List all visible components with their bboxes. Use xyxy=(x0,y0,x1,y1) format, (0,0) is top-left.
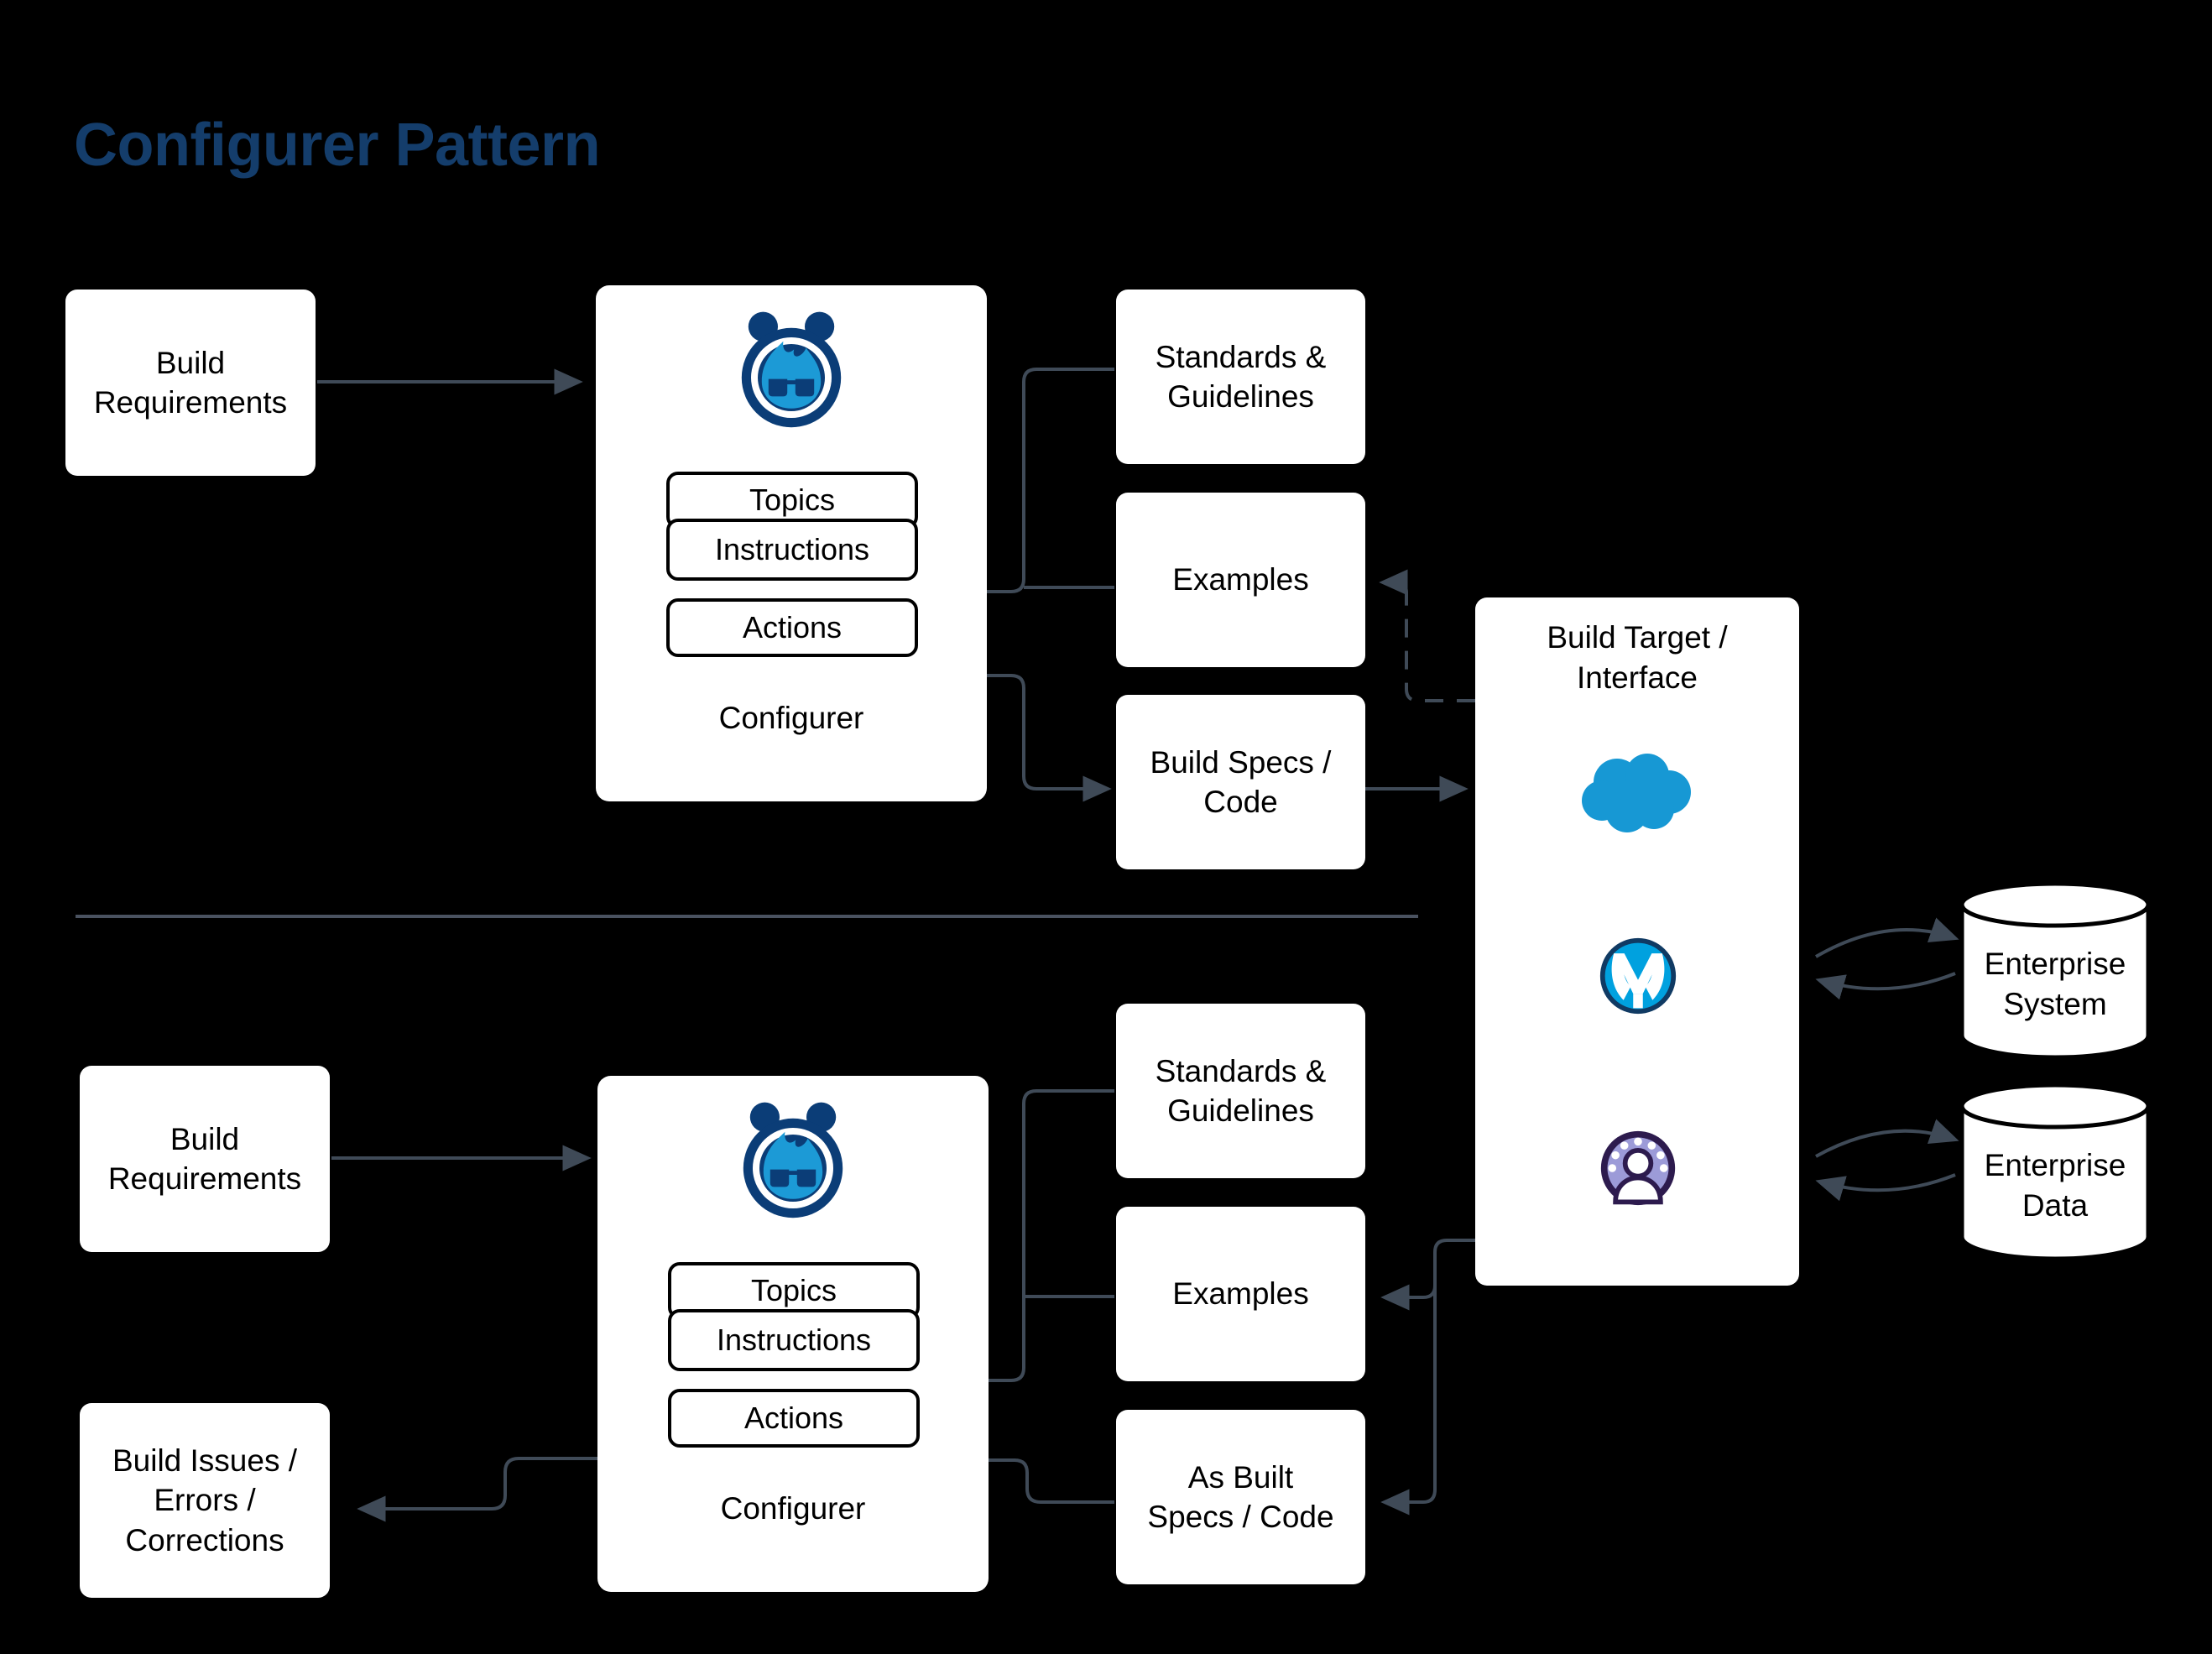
examples-box-top[interactable]: Examples xyxy=(1116,493,1365,667)
examples-label-bottom: Examples xyxy=(1172,1276,1309,1312)
slot-actions-label-top: Actions xyxy=(742,610,843,644)
standards-guidelines-label-top: Standards & Guidelines xyxy=(1155,339,1327,414)
wire-bottom-target-to-examples xyxy=(1380,1239,1475,1311)
wire-bottom-target-to-asbuilt xyxy=(1380,1252,1437,1516)
standards-guidelines-box-bottom[interactable]: Standards & Guidelines xyxy=(1116,1004,1365,1178)
enterprise-data-cylinder[interactable]: Enterprise Data xyxy=(1959,1083,2152,1261)
build-requirements-box-top[interactable]: Build Requirements xyxy=(65,290,316,476)
examples-box-bottom[interactable]: Examples xyxy=(1116,1207,1365,1381)
build-target-panel[interactable]: Build Target / Interface xyxy=(1475,597,1799,1286)
standards-guidelines-label-bottom: Standards & Guidelines xyxy=(1155,1053,1327,1128)
slot-actions-top[interactable]: Actions xyxy=(666,598,918,657)
enterprise-system-cylinder[interactable]: Enterprise System xyxy=(1959,881,2152,1060)
slot-instructions-top[interactable]: Instructions xyxy=(666,519,918,581)
build-requirements-label-bottom: Build Requirements xyxy=(107,1121,302,1196)
configurer-label-top: Configurer xyxy=(718,701,864,735)
examples-label-top: Examples xyxy=(1172,562,1309,597)
slot-instructions-label-bottom: Instructions xyxy=(716,1323,872,1357)
build-requirements-label-top: Build Requirements xyxy=(93,345,288,420)
slot-topics-label-bottom: Topics xyxy=(750,1273,837,1307)
build-requirements-box-bottom[interactable]: Build Requirements xyxy=(80,1066,330,1252)
wire-top-target-to-examples-dashed xyxy=(1379,569,1475,702)
wire-enterprise-data-to-target xyxy=(1815,1173,1956,1202)
slot-actions-bottom[interactable]: Actions xyxy=(668,1389,920,1448)
build-specs-code-box-top[interactable]: Build Specs / Code xyxy=(1116,695,1365,869)
mulesoft-icon xyxy=(1599,937,1677,1015)
configurer-box-bottom[interactable]: Topics Instructions Actions Configurer xyxy=(597,1076,989,1592)
enterprise-data-label: Enterprise Data xyxy=(1984,1147,2126,1223)
configurer-label-bottom: Configurer xyxy=(720,1491,866,1526)
agent-icon xyxy=(741,311,842,428)
slot-actions-label-bottom: Actions xyxy=(743,1401,844,1435)
build-specs-code-label-top: Build Specs / Code xyxy=(1150,744,1332,819)
wire-target-to-enterprise-system xyxy=(1814,917,1959,958)
as-built-specs-code-box[interactable]: As Built Specs / Code xyxy=(1116,1410,1365,1584)
identity-user-icon xyxy=(1600,1130,1676,1206)
slot-topics-label-top: Topics xyxy=(749,483,836,517)
as-built-specs-code-label: As Built Specs / Code xyxy=(1147,1459,1334,1534)
build-target-title: Build Target / Interface xyxy=(1547,620,1728,696)
cylinder-shape xyxy=(1959,881,2151,1060)
page-title: Configurer Pattern xyxy=(74,112,601,179)
enterprise-system-label: Enterprise System xyxy=(1984,946,2126,1021)
build-issues-label: Build Issues / Errors / Corrections xyxy=(112,1443,298,1557)
slot-instructions-bottom[interactable]: Instructions xyxy=(668,1309,920,1371)
build-issues-box[interactable]: Build Issues / Errors / Corrections xyxy=(80,1403,330,1598)
wire-enterprise-system-to-target xyxy=(1815,972,1956,1000)
cylinder-shape xyxy=(1959,1083,2151,1261)
standards-guidelines-box-top[interactable]: Standards & Guidelines xyxy=(1116,290,1365,464)
wire-target-to-enterprise-data xyxy=(1815,1119,1959,1158)
salesforce-cloud-icon xyxy=(1582,754,1691,832)
section-divider xyxy=(76,915,1418,918)
agent-icon xyxy=(743,1102,843,1218)
configurer-box-top[interactable]: Topics Instructions Actions Configurer xyxy=(596,285,987,801)
slot-instructions-label-top: Instructions xyxy=(714,532,870,566)
